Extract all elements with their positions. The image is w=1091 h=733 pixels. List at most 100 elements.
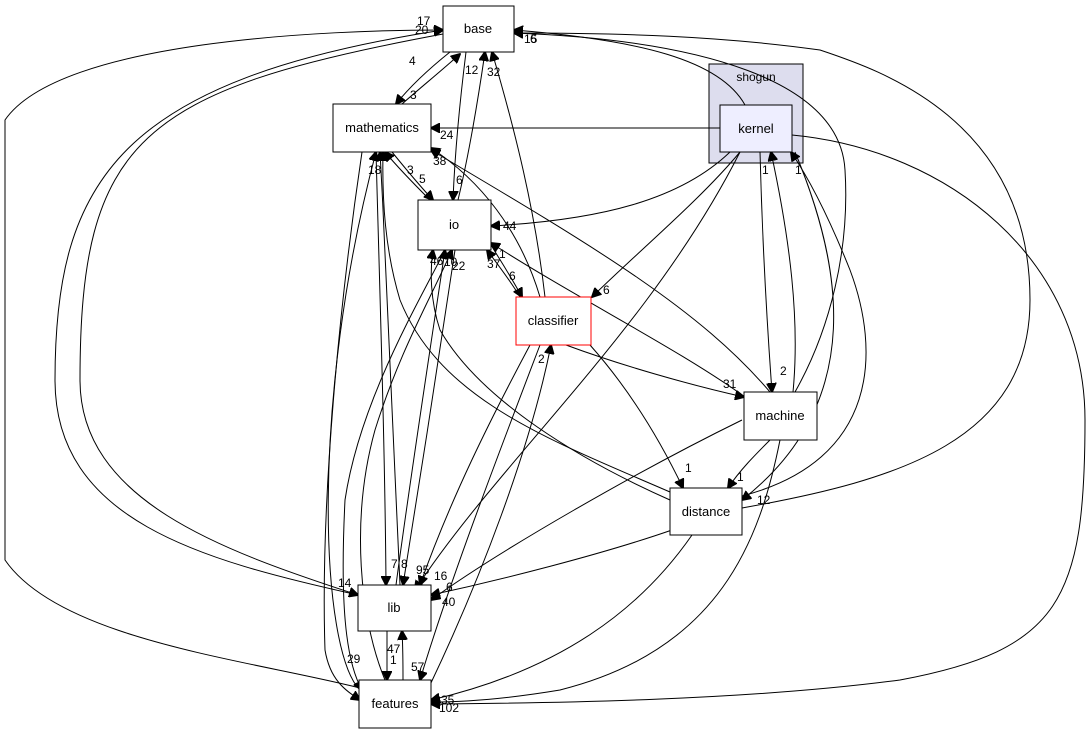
- node-features[interactable]: features: [358, 679, 432, 729]
- edge-machine-features: [431, 439, 781, 702]
- edge-machine-lib: [431, 419, 743, 600]
- edge-label: 12: [465, 63, 479, 77]
- edges: [4, 30, 1086, 704]
- edge-label: 22: [452, 259, 466, 273]
- edge-machine-math: [431, 150, 771, 393]
- edge-math-features: [323, 151, 363, 700]
- edge-label: 32: [487, 65, 501, 79]
- edge-io-base: [457, 52, 485, 201]
- edge-label: 1: [795, 163, 802, 177]
- node-label: features: [372, 696, 419, 711]
- edge-label: 44: [503, 219, 517, 233]
- edge-classifier-machine: [565, 344, 744, 397]
- edge-label: 35: [441, 693, 455, 707]
- edge-label: 6: [456, 173, 463, 187]
- cluster-label: shogun: [736, 70, 775, 84]
- edge-label: 40: [442, 595, 456, 609]
- edge-label: 16: [434, 569, 448, 583]
- edge-classifier-features: [420, 344, 541, 680]
- edge-label: 2: [780, 364, 787, 378]
- edge-label: 29: [347, 652, 361, 666]
- edge-kernel-machine: [759, 151, 772, 392]
- edge-distance-features: [431, 534, 693, 700]
- node-label: lib: [387, 600, 400, 615]
- edge-label: 1: [499, 247, 506, 261]
- edge-label: 6: [509, 269, 516, 283]
- node-kernel[interactable]: kernel: [719, 104, 793, 153]
- edge-features-base: [4, 30, 443, 689]
- edge-labels: 17 20 12 32 15 6 4 3 24 18 3 38 5 6 44 4…: [338, 14, 802, 715]
- edge-features-classifier: [429, 345, 551, 686]
- edge-label: 1: [737, 470, 744, 484]
- edge-label: 10: [444, 255, 458, 269]
- edge-classifier-base: [492, 52, 546, 298]
- edge-label: 6: [603, 283, 610, 297]
- edge-math-base: [401, 54, 460, 105]
- edge-label: 3: [407, 163, 414, 177]
- edge-label: 4: [409, 54, 416, 68]
- node-base[interactable]: base: [442, 5, 515, 53]
- edge-label: 2: [538, 352, 545, 366]
- edge-label: 18: [368, 163, 382, 177]
- edge-label: 7: [391, 557, 398, 571]
- edge-lib-io: [395, 250, 445, 586]
- node-label: classifier: [528, 313, 579, 328]
- edge-kernel-classifier: [592, 151, 741, 297]
- edge-kernel-distance: [742, 151, 835, 500]
- edge-base-io: [453, 51, 467, 200]
- node-label: machine: [755, 408, 804, 423]
- nodes: base mathematics kernel io classifier ma…: [332, 5, 818, 729]
- edge-label: 3: [410, 88, 417, 102]
- edge-label: 46: [430, 254, 444, 268]
- edge-features-math: [327, 152, 376, 691]
- edge-kernel-io: [491, 151, 731, 226]
- node-label: distance: [682, 504, 730, 519]
- node-distance[interactable]: distance: [669, 487, 743, 536]
- edge-label: 5: [419, 172, 426, 186]
- edge-base-math: [396, 51, 451, 104]
- edge-kernel-features: [431, 134, 1086, 704]
- edge-label: 6: [530, 32, 537, 46]
- edge-label: 38: [433, 154, 447, 168]
- node-mathematics[interactable]: mathematics: [332, 103, 432, 153]
- edge-label: 20: [415, 23, 429, 37]
- node-machine[interactable]: machine: [743, 391, 818, 441]
- edge-machine-distance: [728, 439, 771, 488]
- edge-features-lib: [402, 631, 403, 681]
- edge-label: 24: [440, 128, 454, 142]
- node-io[interactable]: io: [417, 199, 492, 251]
- edge-label: 8: [401, 557, 408, 571]
- edge-label: 102: [439, 701, 459, 715]
- edge-machine-io: [491, 243, 746, 398]
- edge-label: 1: [390, 653, 397, 667]
- edge-io-lib: [403, 249, 456, 585]
- edge-distance-math: [383, 152, 671, 493]
- edge-label: 6: [446, 580, 453, 594]
- edge-label: 37: [487, 257, 501, 271]
- edge-label: 57: [411, 660, 425, 674]
- edge-label: 12: [757, 493, 771, 507]
- edge-base-lib: [79, 33, 444, 595]
- edge-lib-base: [54, 30, 443, 596]
- node-label: kernel: [738, 121, 774, 136]
- node-label: io: [449, 217, 459, 232]
- node-label: base: [464, 21, 492, 36]
- edge-label: 15: [524, 32, 538, 46]
- node-label: mathematics: [345, 120, 419, 135]
- edge-distance-kernel: [741, 152, 867, 497]
- edge-distance-base: [514, 33, 1031, 509]
- edge-label: 1: [685, 461, 692, 475]
- edge-label: 95: [416, 563, 430, 577]
- edge-label: 1: [762, 163, 769, 177]
- node-lib[interactable]: lib: [357, 584, 432, 632]
- edge-distance-lib: [431, 529, 673, 595]
- edge-math-lib: [375, 151, 386, 585]
- edge-classifier-lib: [420, 344, 531, 585]
- node-classifier[interactable]: classifier: [515, 296, 592, 346]
- edge-math-io: [391, 151, 433, 200]
- edge-kernel-base: [514, 30, 746, 106]
- edge-label: 14: [338, 576, 352, 590]
- edge-kernel-lib: [415, 151, 741, 590]
- edge-machine-kernel: [771, 152, 796, 393]
